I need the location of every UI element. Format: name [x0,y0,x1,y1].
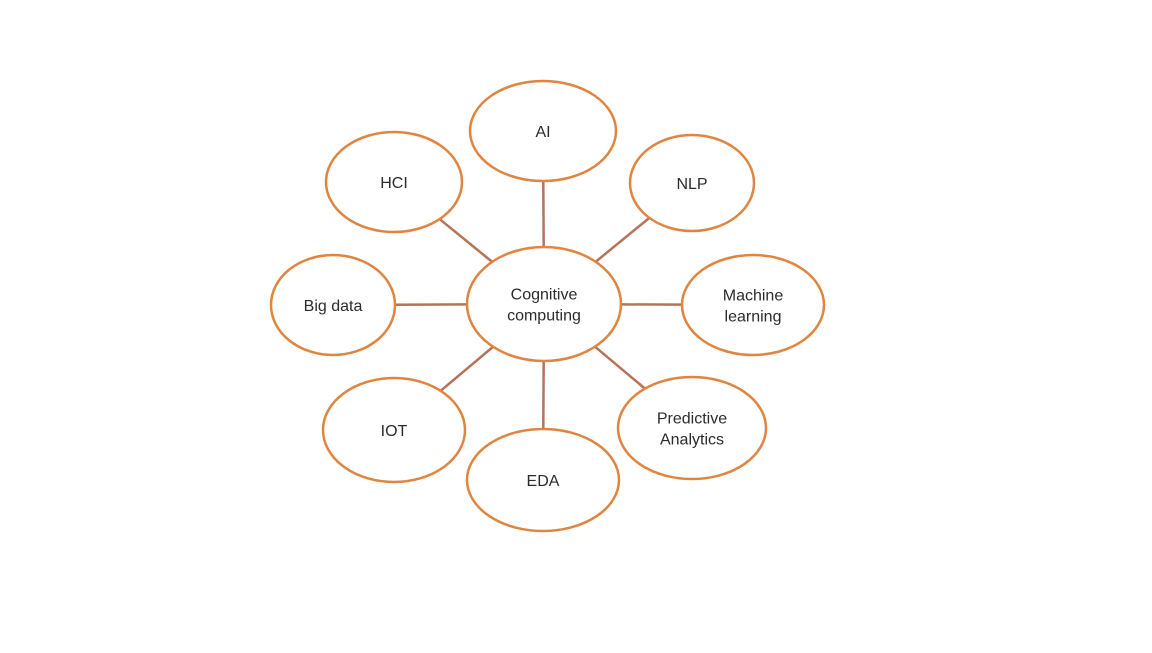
node-label-hci-0: HCI [380,175,408,192]
node-label-nlp-0: NLP [676,176,707,193]
node-ml: Machine learning [682,255,824,355]
node-label-ai-0: AI [535,124,550,141]
node-label-cognitive-1: computing [507,308,581,325]
node-nlp: NLP [630,135,754,231]
node-label-pa-0: Predictive [657,411,727,428]
node-cognitive: Cognitive computing [467,247,621,361]
edge-cognitive-hci [440,219,493,262]
node-label-bigdata-0: Big data [304,298,363,315]
node-label-ml-1: learning [725,309,782,326]
node-label-eda-0: EDA [527,473,560,490]
edge-cognitive-pa [595,347,645,389]
node-eda: EDA [467,429,619,531]
node-label-cognitive-0: Cognitive [511,287,578,304]
node-hci: HCI [326,132,462,232]
node-label-iot-0: IOT [381,423,408,440]
node-iot: IOT [323,378,465,482]
node-ellipse-ml [682,255,824,355]
node-ellipse-cognitive [467,247,621,361]
edge-cognitive-nlp [596,218,650,262]
node-label-ml-0: Machine [723,288,784,305]
nodes-layer: Cognitive computing AI NLP Machine learningPr… [271,81,824,531]
node-ai: AI [470,81,616,181]
node-bigdata: Big data [271,255,395,355]
node-label-pa-1: Analytics [660,432,724,449]
node-ellipse-pa [618,377,766,479]
edge-cognitive-iot [441,347,493,391]
